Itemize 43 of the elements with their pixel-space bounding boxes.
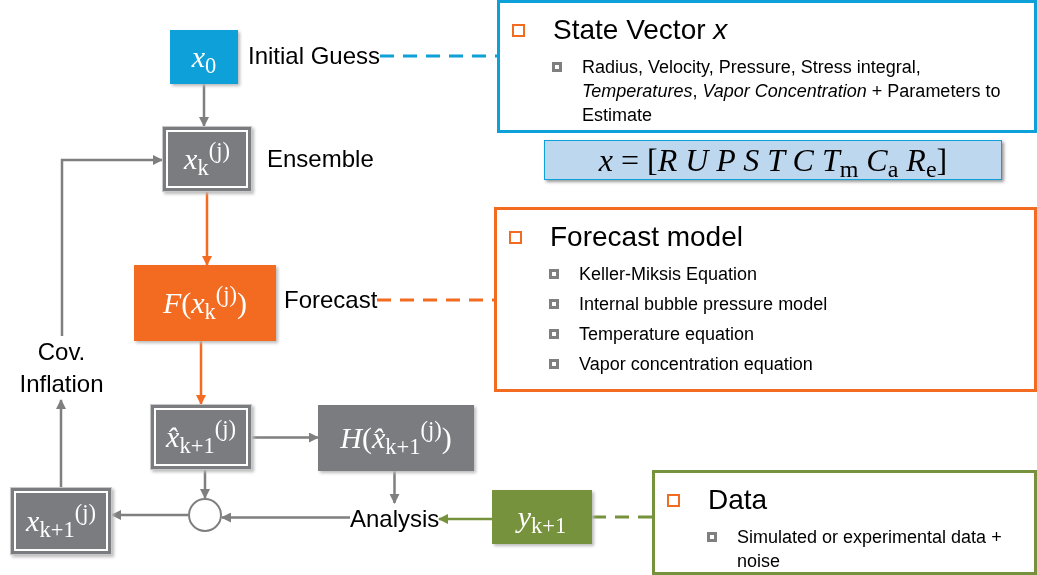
bullet-text: Temperature equation: [579, 323, 755, 346]
equation: x = [R U P S T C T$_{m}$ C$_{a}$ R$_{e}$]: [598, 141, 948, 184]
forecast-box: [134, 265, 276, 341]
state-vector-panel: [497, 0, 1037, 133]
bullet-text: Vapor concentration equation: [579, 353, 813, 376]
arrow: [196, 341, 206, 405]
arrow: [389, 471, 400, 504]
arrow: [438, 514, 492, 524]
arrow: [56, 399, 66, 487]
dashed-connector: [592, 515, 652, 519]
updated-state-box: [10, 487, 112, 555]
bullet-text: Internal bubble pressure model: [579, 293, 828, 316]
arrow: [252, 432, 319, 443]
math-expression: x$_{0}$: [191, 42, 217, 72]
panel-heading: Forecast model: [550, 220, 743, 254]
equation-box: [544, 140, 1002, 180]
math-expression: F(x$_{k}$$^{(j)}$): [162, 288, 248, 318]
arrow: [202, 192, 212, 266]
math-expression: y$_{k+1}$: [517, 502, 567, 532]
step-label: Cov. Inflation: [18, 337, 105, 399]
bullet-text: Radius, Velocity, Pressure, Stress integral, Temperatures, Vapor Concentration + Parameters to Estimate: [582, 56, 1002, 127]
step-label: Initial Guess: [248, 41, 381, 71]
data-panel: [652, 470, 1037, 575]
step-label: Forecast: [284, 285, 378, 315]
initial-state-box: [170, 30, 238, 84]
arrow: [111, 510, 188, 520]
arrow: [60, 155, 163, 336]
forecast-model-panel: [494, 207, 1037, 392]
observation-box: [318, 405, 474, 471]
arrow: [221, 512, 350, 523]
arrow: [199, 84, 209, 127]
panel-heading: State Vector x: [553, 13, 728, 47]
math-expression: H(x̂$_{k+1}$$^{(j)}$): [340, 423, 452, 453]
dashed-connector: [380, 54, 497, 58]
dashed-connector: [377, 298, 494, 302]
arrow: [200, 470, 210, 499]
prior-state-box: [150, 404, 252, 470]
bullet-text: Simulated or experimental data + noise: [737, 526, 1003, 573]
step-label: Ensemble: [267, 144, 374, 174]
bullet-text: Keller-Miksis Equation: [579, 263, 758, 286]
data-box: [492, 490, 592, 544]
step-label: Analysis: [350, 504, 440, 534]
panel-heading: Data: [708, 483, 768, 517]
